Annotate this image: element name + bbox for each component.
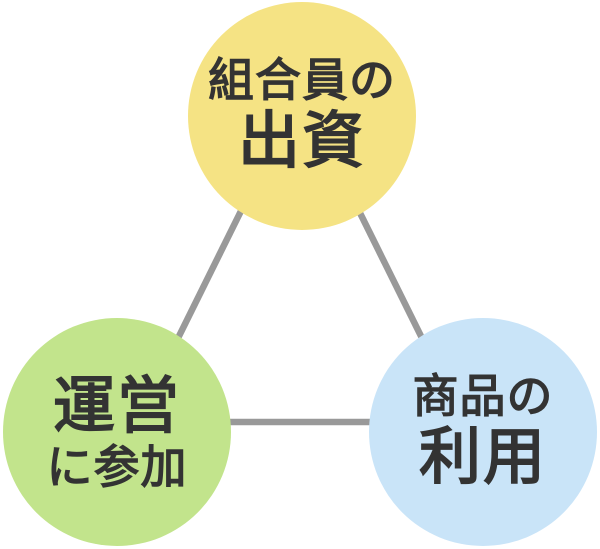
node-member-investment: 組合員の 出資	[188, 2, 416, 230]
node-participate-management: 運営 に参加	[3, 318, 231, 546]
node-participate-management-line1: 運営	[52, 368, 181, 442]
node-product-use: 商品の 利用	[369, 318, 597, 546]
node-member-investment-line2: 出資	[237, 104, 366, 178]
node-product-use-line2: 利用	[418, 420, 547, 494]
node-member-investment-line1: 組合員の	[208, 52, 396, 107]
node-product-use-line1: 商品の	[412, 368, 554, 423]
node-participate-management-line2: に参加	[46, 439, 188, 494]
